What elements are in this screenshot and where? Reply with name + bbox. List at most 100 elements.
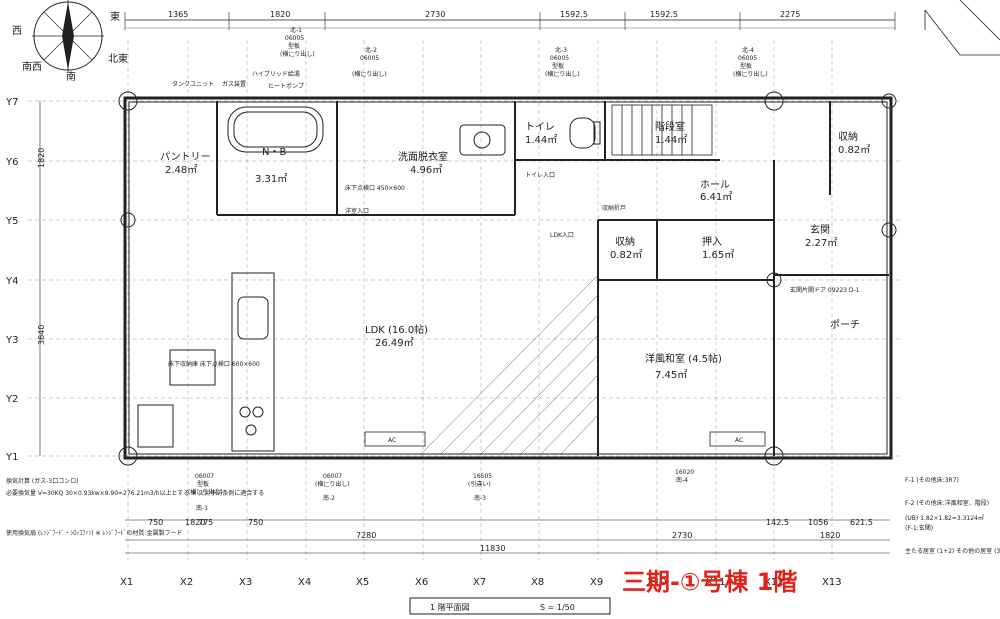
compass-rose: 東 西 北東 南西 南 — [12, 0, 128, 83]
window-n3-type: 型板 — [552, 62, 564, 70]
totals-note: 主たる居室 (1+2) その他の居室 (3+6+7+8+9) 非居室 (4+5+… — [905, 547, 1000, 555]
western-door-label: 洋室入口 — [345, 207, 369, 215]
toilet-area: 1.44㎡ — [525, 134, 557, 146]
window-n2-num: 06005 — [360, 55, 379, 62]
window-n2-note: (横辷り出し) — [352, 70, 387, 78]
refrigerator — [137, 404, 174, 448]
genkan-note: (F-1:玄関) — [905, 524, 933, 532]
axis-y3: Y3 — [5, 335, 18, 346]
scale-ratio: S = 1/50 — [540, 603, 575, 612]
storage-c-name: 収納 — [615, 235, 635, 248]
interior-walls — [216, 101, 889, 456]
closet-area: 1.65㎡ — [702, 249, 734, 261]
axis-x1: X1 — [120, 577, 133, 588]
bottom-dim-2: 1820 — [185, 518, 205, 527]
window-n3-num: 06005 — [550, 55, 569, 62]
stair-area: 1.44㎡ — [655, 134, 687, 146]
axis-x4: X4 — [298, 577, 311, 588]
washitsu-name: 洋風和室 (4.5帖) — [645, 352, 722, 365]
window-s3-code: 南-3 — [474, 494, 486, 502]
compass-east: 東 — [110, 10, 120, 23]
vent-use: 使用換気扇 (ﾚﾝｼﾞﾌｰﾄﾞ・ｼﾛｯｺﾌｧﾝ) ※ ﾚﾝｼﾞﾌｰﾄﾞの材質:金… — [6, 529, 182, 537]
room-labels: パントリー 2.48㎡ N・B 3.31㎡ 洗面脱衣室 4.96㎡ トイレ 1.… — [160, 120, 870, 381]
ldk-door-label: LDK入口 — [550, 232, 574, 239]
x-grid-lines — [127, 40, 833, 560]
window-s1-note: (横辷り出し) — [188, 488, 223, 496]
window-n1-note: (横辷り出し) — [280, 50, 315, 58]
bottom-total: 11830 — [480, 544, 505, 553]
bottom-dim-8: 7280 — [356, 531, 376, 540]
window-n3-code: 北-3 — [555, 46, 567, 54]
underfloor2-label: 床下収納庫 床下点検口 600×600 — [168, 360, 260, 368]
window-s4-num: 16020 — [675, 469, 694, 476]
window-s3-num: 16505 — [473, 473, 492, 480]
window-n2-code: 北-2 — [365, 46, 377, 54]
window-s1-code: 南-1 — [196, 504, 208, 512]
window-s1-num: 06007 — [195, 473, 214, 480]
bottom-dim-1: 750 — [148, 518, 163, 527]
window-n1-num: 06005 — [285, 35, 304, 42]
window-s2-note: (横辷り出し) — [315, 480, 350, 488]
porch-name: ポーチ — [830, 319, 860, 331]
scale-title: 1 階平面図 — [430, 602, 470, 612]
column-markers — [118, 91, 897, 466]
top-dim-6: 2275 — [780, 10, 800, 19]
top-dimension-line: 1365 1820 2730 1592.5 1592.5 2275 — [124, 10, 896, 30]
axis-x7: X7 — [473, 577, 486, 588]
x-axis-labels: X1 X2 X3 X4 X5 X6 X7 X8 X9 X10 X11 X12 X… — [120, 577, 842, 588]
bottom-dimension-lines: 750 1820 775 750 142.5 1056 621.5 7280 2… — [125, 518, 890, 554]
washitsu-area: 7.45㎡ — [655, 369, 687, 381]
window-n4-type: 型板 — [740, 62, 752, 70]
y-grid-lines — [28, 100, 900, 457]
axis-x9: X9 — [590, 577, 603, 588]
axis-x11: X11 — [706, 577, 726, 588]
axis-y2: Y2 — [5, 394, 18, 405]
bottom-dim-10: 1820 — [820, 531, 840, 540]
axis-x13: X13 — [822, 577, 842, 588]
ac-unit-washitsu — [709, 431, 766, 447]
top-dim-1: 1365 — [168, 10, 188, 19]
closet-name: 押入 — [702, 235, 722, 248]
hall-storage-label: 収納折戸 — [602, 204, 626, 212]
left-dim-1: 1820 — [37, 148, 46, 168]
axis-y6: Y6 — [5, 157, 18, 168]
ac-unit-ldk — [364, 431, 426, 447]
axis-y7: Y7 — [5, 97, 18, 108]
hall-name: ホール — [700, 179, 730, 191]
pantry-area: 2.48㎡ — [165, 164, 197, 176]
storage-ne-name: 収納 — [838, 130, 858, 143]
window-s1-type: 型板 — [197, 480, 209, 488]
ldk-name: LDK (16.0帖) — [365, 323, 428, 336]
window-n4-code: 北-4 — [742, 46, 754, 54]
left-dimension-line: 1820 3640 — [37, 101, 46, 456]
window-s2-code: 南-2 — [323, 494, 335, 502]
south-windows: 06007 型板 (横辷り出し) 南-1 06007 (横辷り出し) 南-2 1… — [188, 469, 694, 512]
area-notes: F-1 (その他床:3R7) F-2 (その他床:洋風和室、階段) (UB) 1… — [905, 476, 1000, 555]
scale-box: 1 階平面図 S = 1/50 — [409, 597, 611, 615]
bottom-dim-7: 621.5 — [850, 518, 873, 527]
underfloor1-label: 床下点検口 450×600 — [345, 184, 405, 192]
bathtub — [227, 106, 324, 153]
washbasin — [459, 124, 506, 156]
axis-y4: Y4 — [5, 276, 18, 287]
bottom-dim-4: 750 — [248, 518, 263, 527]
heat-pump-label: ヒートポンプ — [268, 82, 304, 90]
ventilation-notes: 換気計算 (ガス-3口コンロ) 必要換気量 V=30KQ 30×0.93kw×9… — [6, 477, 264, 537]
tank-label: タンクユニット — [172, 80, 214, 88]
top-dim-5: 1592.5 — [650, 10, 678, 19]
top-dim-4: 1592.5 — [560, 10, 588, 19]
storage-c-area: 0.82㎡ — [610, 249, 642, 261]
toilet-fixture — [569, 117, 601, 149]
ub-area: 3.31㎡ — [255, 173, 287, 185]
gas-meter-label: ガス装置 — [222, 80, 246, 88]
bottom-dim-6: 1056 — [808, 518, 828, 527]
kitchen-counter — [231, 272, 275, 452]
window-n1-code: 北-1 — [290, 26, 302, 34]
left-dim-2: 3640 — [37, 325, 46, 345]
pantry-name: パントリー — [160, 151, 211, 163]
axis-x12: X12 — [764, 577, 784, 588]
y-axis-labels: Y7 Y6 Y5 Y4 Y3 Y2 Y1 — [5, 97, 18, 463]
toilet-door-label: トイレ入口 — [525, 172, 555, 179]
axis-x8: X8 — [531, 577, 544, 588]
